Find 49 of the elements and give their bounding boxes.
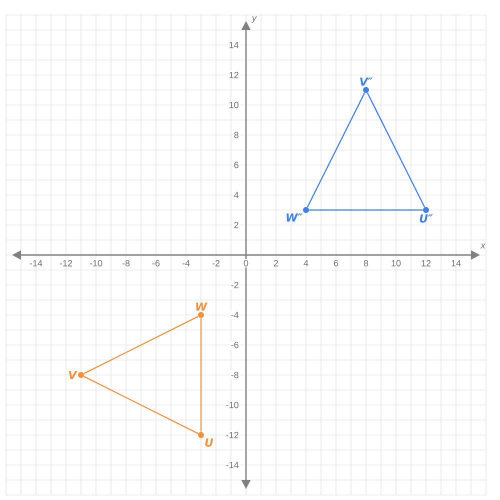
labeled-point: U (198, 432, 214, 447)
labeled-point: W″ (286, 207, 309, 222)
triangle-side (306, 92, 366, 208)
tick-label: -8 (121, 259, 131, 268)
axis-label: y (251, 16, 257, 23)
triangle-side (84, 316, 198, 374)
labeled-point: V (68, 371, 84, 380)
node-label: U (205, 438, 214, 447)
node-label: V (68, 371, 78, 380)
tick-label: 8 (232, 130, 240, 140)
tick-label: -4 (181, 259, 191, 268)
tick-label: 2 (232, 220, 240, 230)
tick-label: 2 (272, 259, 280, 268)
tick-label: -2 (211, 259, 221, 268)
triangle-side (309, 209, 423, 211)
triangle-side (200, 318, 202, 432)
tick-label: -12 (58, 259, 74, 268)
tick-label: 10 (228, 100, 240, 110)
node-label: W (196, 302, 208, 311)
tick-label: 14 (450, 259, 462, 268)
labeled-point: V″ (360, 78, 373, 93)
tick-label: -8 (230, 370, 240, 380)
triangle-side (366, 92, 426, 208)
tick-label: -12 (224, 430, 240, 440)
tick-label: -2 (230, 280, 240, 290)
tick-label: 6 (332, 259, 340, 268)
tick-label: -14 (28, 259, 44, 268)
tick-label: 6 (232, 160, 240, 170)
tick-label: -14 (224, 460, 240, 470)
tick-label: 4 (302, 259, 310, 268)
tick-label: -4 (230, 310, 240, 320)
tick-label: 12 (228, 70, 240, 80)
tick-label: 10 (390, 259, 402, 268)
tick-label: -6 (151, 259, 161, 268)
tick-label: -10 (88, 259, 104, 268)
labeled-point: U″ (420, 207, 433, 223)
tick-label: 4 (232, 190, 240, 200)
node-label: W″ (286, 213, 302, 222)
tick-label: 14 (228, 40, 240, 50)
labeled-point: W (196, 302, 208, 318)
node-label: U″ (420, 214, 433, 223)
tick-label: -10 (224, 400, 240, 410)
node-label: V″ (360, 78, 373, 86)
tick-label: 8 (362, 259, 370, 268)
axis-label: x (480, 244, 486, 248)
tick-label: -6 (230, 340, 240, 350)
triangle-side (84, 376, 198, 434)
tick-label: 0 (242, 259, 250, 268)
tick-label: 12 (420, 259, 432, 268)
